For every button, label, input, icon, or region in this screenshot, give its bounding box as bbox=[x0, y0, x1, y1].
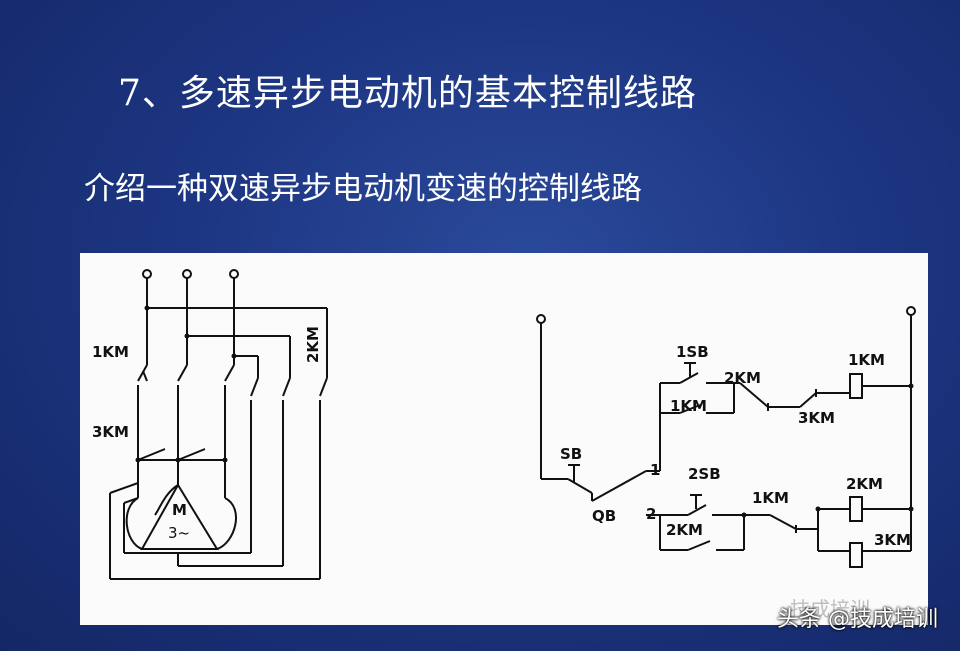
label-sb: SB bbox=[560, 445, 582, 463]
terminal-l2 bbox=[182, 269, 192, 279]
motor-winding bbox=[140, 483, 219, 550]
terminal-l3 bbox=[229, 269, 239, 279]
label-3km-nc: 3KM bbox=[798, 409, 835, 427]
label-3km-coil: 3KM bbox=[874, 531, 911, 549]
label-1km-coil: 1KM bbox=[848, 351, 885, 369]
label-1sb: 1SB bbox=[676, 343, 709, 361]
terminal-ctrl-left bbox=[536, 314, 546, 324]
label-1km-aux: 1KM bbox=[670, 397, 707, 415]
motor-label: M bbox=[172, 501, 187, 519]
terminal-l1 bbox=[142, 269, 152, 279]
control-circuit: 1SB 2KM 1KM 3KM 1KM SB QB 1 2 2SB 1KM 2K… bbox=[536, 306, 916, 568]
watermark-ghost: 技成培训 bbox=[790, 597, 870, 621]
label-2km-coil: 2KM bbox=[846, 475, 883, 493]
label-1km-main: 1KM bbox=[92, 343, 129, 361]
label-2km-aux: 2KM bbox=[666, 521, 703, 539]
slide-title: 7、多速异步电动机的基本控制线路 bbox=[118, 73, 697, 114]
watermark: 头条 @技成培训 bbox=[777, 607, 938, 632]
coil-1km bbox=[849, 373, 863, 399]
terminal-ctrl-right bbox=[906, 306, 916, 316]
label-pos2: 2 bbox=[646, 505, 656, 523]
label-3km-main: 3KM bbox=[92, 423, 129, 441]
slide-subtitle: 介绍一种双速异步电动机变速的控制线路 bbox=[84, 171, 642, 207]
circuit-diagram-panel: 1KM 3KM 2KM M 3~ bbox=[80, 253, 928, 625]
coil-2km bbox=[849, 496, 863, 522]
label-pos1: 1 bbox=[650, 461, 660, 479]
label-2km-main: 2KM bbox=[304, 326, 322, 363]
label-qb: QB bbox=[592, 507, 616, 525]
coil-3km bbox=[849, 542, 863, 568]
circuit-diagram: 1KM 3KM 2KM M 3~ bbox=[92, 269, 916, 580]
motor-phase: 3~ bbox=[168, 524, 190, 542]
label-2km-nc: 2KM bbox=[724, 369, 761, 387]
main-circuit: 1KM 3KM 2KM M 3~ bbox=[92, 269, 328, 580]
label-2sb: 2SB bbox=[688, 465, 721, 483]
label-1km-nc: 1KM bbox=[752, 489, 789, 507]
